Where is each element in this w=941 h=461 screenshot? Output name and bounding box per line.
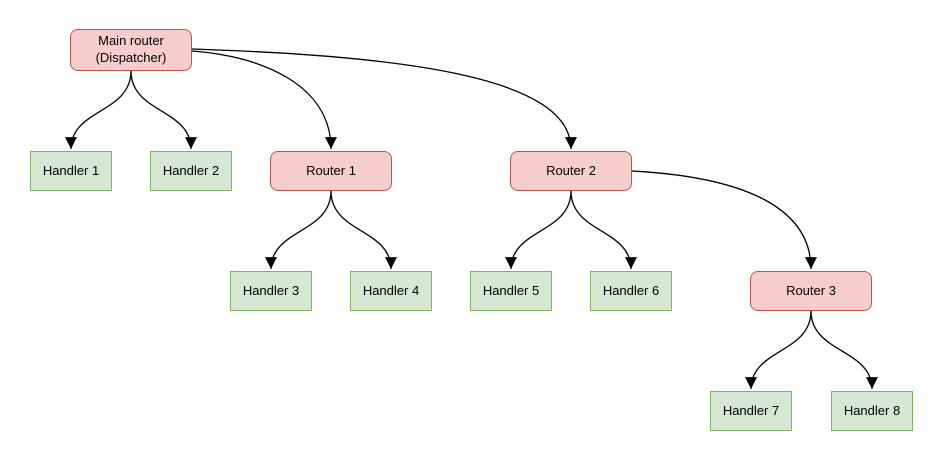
edge-router-2-to-handler-5 <box>505 190 572 270</box>
node-handler-3: Handler 3 <box>230 271 312 311</box>
edge-main-router-to-router-1 <box>191 50 337 150</box>
node-handler-7: Handler 7 <box>710 391 792 431</box>
edge-router-3-to-handler-7 <box>745 310 812 390</box>
node-handler-5: Handler 5 <box>470 271 552 311</box>
node-main-router-sublabel: (Dispatcher) <box>95 50 167 65</box>
node-handler-4: Handler 4 <box>350 271 432 311</box>
edge-main-router-to-router-2 <box>191 48 577 150</box>
node-handler-7-label: Handler 7 <box>722 402 780 418</box>
edge-main-router-to-handler-2 <box>130 70 197 150</box>
node-handler-6: Handler 6 <box>590 271 672 311</box>
node-main-router-label: Main router <box>98 33 164 49</box>
node-handler-2: Handler 2 <box>150 151 232 191</box>
node-handler-1-label: Handler 1 <box>42 162 100 178</box>
edge-router-3-to-handler-8 <box>810 310 878 390</box>
node-router-1: Router 1 <box>270 151 392 191</box>
node-main-router: Main router (Dispatcher) <box>70 29 192 71</box>
edge-router-2-to-router-3 <box>631 170 817 270</box>
node-handler-8-label: Handler 8 <box>843 402 901 418</box>
edge-router-1-to-handler-3 <box>265 190 332 270</box>
edge-main-router-to-handler-1 <box>65 70 132 150</box>
node-handler-3-label: Handler 3 <box>242 282 300 298</box>
node-handler-4-label: Handler 4 <box>362 282 420 298</box>
node-router-1-label: Router 1 <box>306 162 356 178</box>
edge-router-2-to-handler-6 <box>570 190 637 270</box>
edge-router-1-to-handler-4 <box>330 190 397 270</box>
node-handler-8: Handler 8 <box>831 391 913 431</box>
node-handler-2-label: Handler 2 <box>162 162 220 178</box>
node-handler-5-label: Handler 5 <box>482 282 540 298</box>
node-handler-1: Handler 1 <box>30 151 112 191</box>
node-router-3: Router 3 <box>750 271 872 311</box>
node-router-2-label: Router 2 <box>546 162 596 178</box>
node-handler-6-label: Handler 6 <box>602 282 660 298</box>
node-router-2: Router 2 <box>510 151 632 191</box>
node-router-3-label: Router 3 <box>786 282 836 298</box>
